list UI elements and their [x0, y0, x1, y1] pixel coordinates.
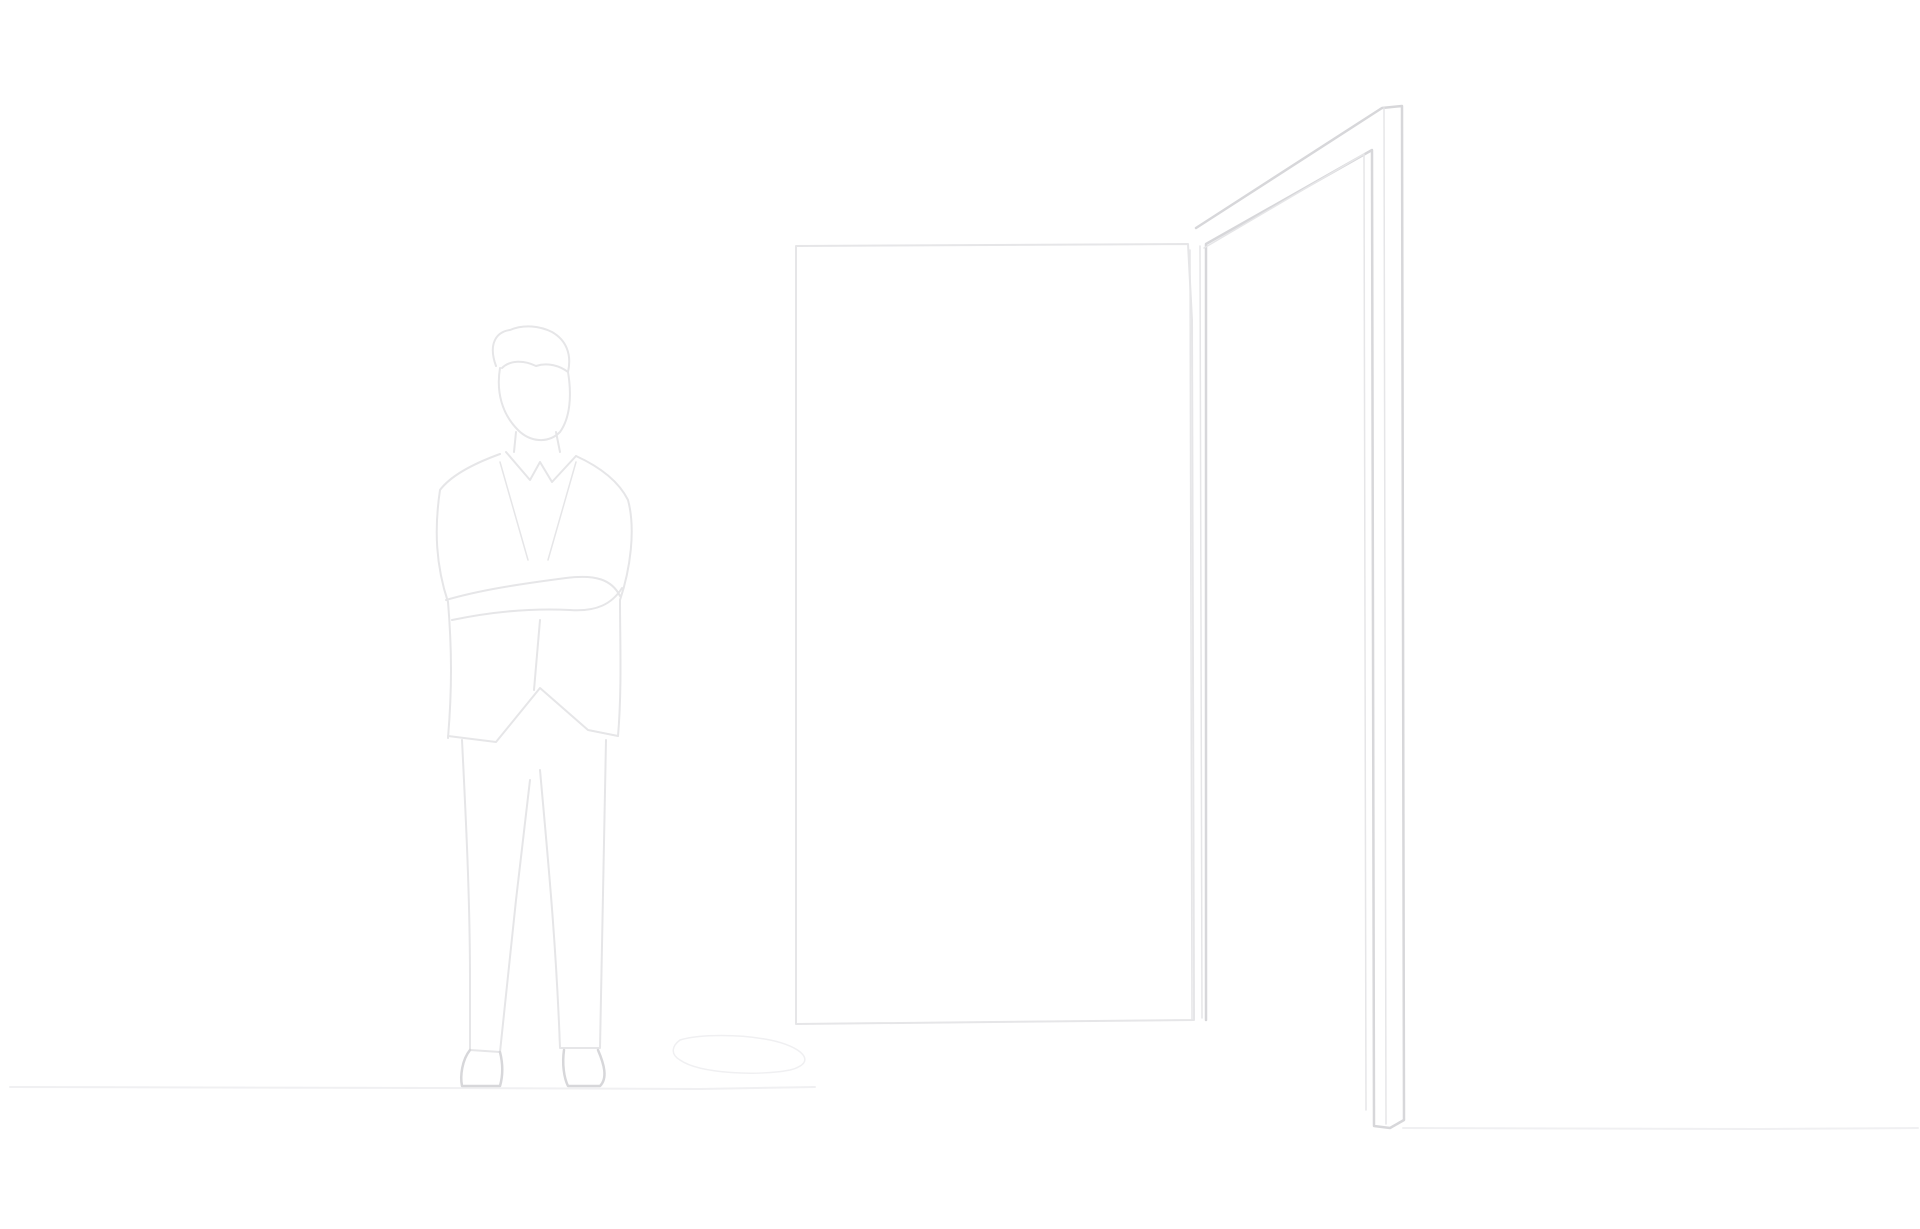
floor-shadow [672, 1034, 806, 1074]
man-collar [505, 451, 577, 483]
man-lapels [499, 461, 577, 561]
man-neck [513, 431, 561, 453]
man-hair [491, 325, 571, 373]
man-left-shoe [460, 1048, 504, 1088]
man-face [497, 367, 571, 441]
open-door-panel [1194, 104, 1406, 1130]
man-right-leg [539, 739, 607, 1049]
door-jamb [1189, 245, 1203, 1021]
man-right-shoe [561, 1048, 606, 1088]
ground-line-left [9, 1086, 816, 1090]
open-door-thickness [1383, 107, 1387, 1125]
ground-line-right [1402, 1127, 1919, 1130]
man-arms [445, 575, 623, 691]
man-jacket-hem [447, 687, 619, 743]
man-in-suit [435, 325, 633, 1088]
door-frame [795, 243, 1195, 1025]
man-jacket-right [575, 455, 633, 737]
man-left-leg [461, 739, 531, 1053]
open-door-inner-edge [1203, 153, 1367, 1111]
man-jacket-left [435, 453, 501, 739]
